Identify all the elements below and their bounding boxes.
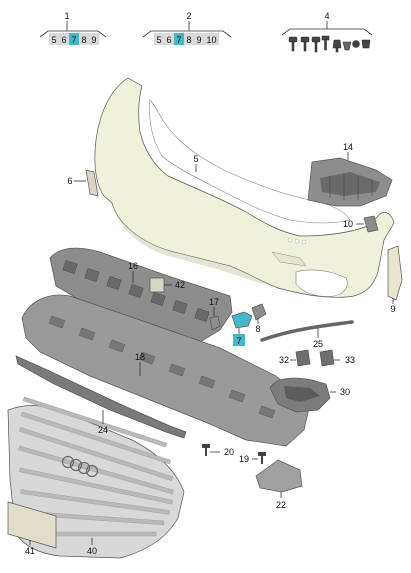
- highlighted-part-7: [231, 311, 253, 329]
- callout-24: 24: [98, 425, 108, 435]
- license-plate-bracket-41: [7, 501, 57, 549]
- callout-16: 16: [128, 261, 138, 271]
- sensor-32: [295, 349, 311, 367]
- callout-40: 40: [87, 546, 97, 556]
- group-1-item-8: 8: [81, 35, 86, 45]
- group-2-item-7: 7: [176, 35, 181, 45]
- callout-6: 6: [67, 176, 72, 186]
- group-1-item-box: [49, 33, 59, 45]
- screw-icon: [288, 36, 298, 52]
- bumper-cover: [94, 77, 395, 298]
- group-2-item-box: [204, 33, 219, 45]
- bolt-icon: [321, 35, 330, 51]
- callout-9: 9: [390, 304, 395, 314]
- group-2: 2 5 6 7 8 9 10: [142, 11, 232, 45]
- group-1-number: 1: [64, 11, 69, 21]
- air-guide-14: [307, 157, 393, 207]
- callout-32: 32: [279, 355, 289, 365]
- group-2-bracket: [142, 30, 232, 38]
- bracket-6: [85, 169, 99, 197]
- callout-41: 41: [25, 546, 35, 556]
- callout-17: 17: [209, 297, 219, 307]
- four-rings-logo: [61, 455, 99, 478]
- screw-icon: [300, 36, 310, 52]
- radiator-grille-40: [7, 396, 185, 559]
- clip-17: [209, 315, 221, 331]
- group-1-bracket: [39, 30, 107, 38]
- trim-strip-25: [260, 320, 354, 342]
- nut-icon: [352, 40, 360, 48]
- group-4-number: 4: [324, 11, 329, 21]
- group-2-item-5: 5: [156, 35, 161, 45]
- fastener-icons: [288, 35, 371, 53]
- callout-42: 42: [175, 280, 185, 290]
- bumper-grille-slots: [287, 237, 307, 245]
- group-2-item-box: [194, 33, 204, 45]
- callout-7: 7: [236, 336, 241, 346]
- group-2-item-box-highlighted: [174, 33, 184, 45]
- callout-14: 14: [343, 142, 353, 152]
- clip-icon: [332, 39, 342, 53]
- group-2-item-8: 8: [186, 35, 191, 45]
- group-1-item-9: 9: [91, 35, 96, 45]
- group-1-item-box-highlighted: [69, 33, 79, 45]
- group-1-item-box: [79, 33, 89, 45]
- callout-22: 22: [276, 500, 286, 510]
- callout-30: 30: [340, 387, 350, 397]
- group-4-bracket: [281, 28, 373, 36]
- screw-20: [202, 444, 210, 456]
- callout-18: 18: [135, 352, 145, 362]
- fog-grille-30: [269, 377, 331, 413]
- callout-7-highlight: [233, 334, 245, 346]
- group-1-item-box: [89, 33, 99, 45]
- group-1-item-5: 5: [51, 35, 56, 45]
- expansion-nut-icon: [361, 39, 371, 49]
- bracket-42: [149, 277, 165, 293]
- group-2-number: 2: [186, 11, 191, 21]
- callout-33: 33: [345, 355, 355, 365]
- push-pin-icon: [342, 41, 352, 51]
- callout-20: 20: [224, 447, 234, 457]
- group-2-item-6: 6: [166, 35, 171, 45]
- group-1: 1 5 6 7 8 9: [39, 11, 107, 45]
- bracket-10: [363, 215, 379, 233]
- group-1-item-6: 6: [61, 35, 66, 45]
- group-2-item-9: 9: [196, 35, 201, 45]
- side-trim-9: [387, 245, 403, 301]
- spoiler-lip-24: [15, 355, 187, 439]
- callout-10: 10: [343, 219, 353, 229]
- sensor-33: [319, 349, 335, 367]
- bracket-8: [251, 303, 267, 321]
- group-4: 4: [281, 11, 373, 53]
- group-2-item-box: [154, 33, 164, 45]
- group-1-item-7: 7: [71, 35, 76, 45]
- bracket-22: [255, 459, 303, 493]
- upper-grille-support-16: [49, 247, 233, 343]
- callout-5: 5: [193, 154, 198, 164]
- group-1-item-box: [59, 33, 69, 45]
- lower-bumper-support-18: [21, 294, 311, 447]
- callout-19: 19: [239, 454, 249, 464]
- callout-25: 25: [313, 339, 323, 349]
- callouts: 5 6 7 8 9 10 14 16 17 18 19 20 22 24 25 …: [25, 142, 396, 556]
- group-2-item-box: [184, 33, 194, 45]
- screw-19: [258, 452, 266, 464]
- screw-icon: [311, 36, 321, 53]
- group-2-item-box: [164, 33, 174, 45]
- callout-8: 8: [255, 324, 260, 334]
- group-2-item-10: 10: [206, 35, 216, 45]
